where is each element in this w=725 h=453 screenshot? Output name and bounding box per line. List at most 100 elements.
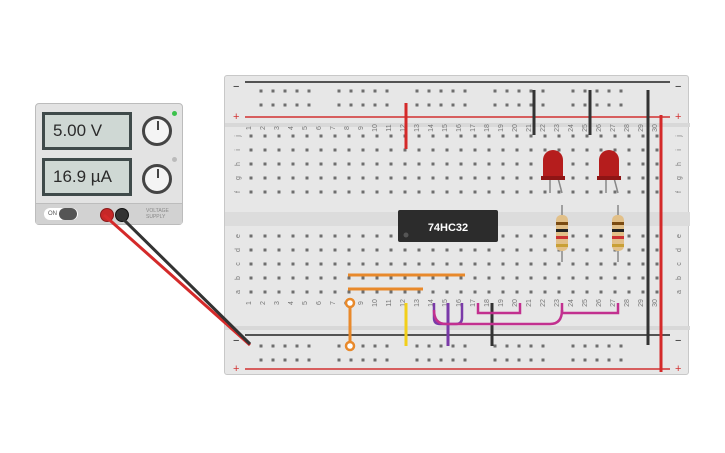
breadboard-hole[interactable]: [585, 234, 589, 238]
breadboard-hole[interactable]: [595, 89, 599, 93]
breadboard-hole[interactable]: [655, 262, 659, 266]
breadboard-hole[interactable]: [263, 176, 267, 180]
breadboard-hole[interactable]: [319, 234, 323, 238]
breadboard-hole[interactable]: [487, 162, 491, 166]
breadboard-hole[interactable]: [501, 134, 505, 138]
breadboard-hole[interactable]: [627, 148, 631, 152]
power-supply[interactable]: 5.00 V 16.9 µA ON VOLTAGE SUPPLY: [35, 103, 183, 225]
breadboard-hole[interactable]: [487, 290, 491, 294]
breadboard-hole[interactable]: [249, 234, 253, 238]
breadboard-hole[interactable]: [585, 248, 589, 252]
breadboard-hole[interactable]: [459, 290, 463, 294]
breadboard-hole[interactable]: [249, 190, 253, 194]
breadboard-hole[interactable]: [501, 290, 505, 294]
breadboard-hole[interactable]: [473, 190, 477, 194]
breadboard-hole[interactable]: [585, 290, 589, 294]
breadboard-hole[interactable]: [529, 358, 533, 362]
breadboard-hole[interactable]: [361, 262, 365, 266]
breadboard-hole[interactable]: [291, 248, 295, 252]
breadboard-hole[interactable]: [305, 162, 309, 166]
breadboard-hole[interactable]: [515, 134, 519, 138]
breadboard-hole[interactable]: [529, 262, 533, 266]
breadboard-hole[interactable]: [445, 134, 449, 138]
breadboard-hole[interactable]: [305, 262, 309, 266]
breadboard-hole[interactable]: [439, 358, 443, 362]
breadboard-hole[interactable]: [493, 89, 497, 93]
breadboard-hole[interactable]: [415, 103, 419, 107]
breadboard-hole[interactable]: [445, 276, 449, 280]
breadboard-hole[interactable]: [305, 276, 309, 280]
breadboard-hole[interactable]: [641, 176, 645, 180]
breadboard-hole[interactable]: [515, 190, 519, 194]
breadboard-hole[interactable]: [291, 290, 295, 294]
breadboard-hole[interactable]: [571, 290, 575, 294]
breadboard-hole[interactable]: [295, 358, 299, 362]
breadboard-hole[interactable]: [277, 190, 281, 194]
breadboard-hole[interactable]: [389, 190, 393, 194]
breadboard-hole[interactable]: [451, 103, 455, 107]
breadboard-hole[interactable]: [571, 344, 575, 348]
breadboard-hole[interactable]: [627, 134, 631, 138]
breadboard-hole[interactable]: [427, 89, 431, 93]
breadboard-hole[interactable]: [271, 344, 275, 348]
breadboard-hole[interactable]: [541, 344, 545, 348]
breadboard-hole[interactable]: [583, 103, 587, 107]
breadboard-hole[interactable]: [529, 290, 533, 294]
breadboard-hole[interactable]: [403, 290, 407, 294]
breadboard-hole[interactable]: [347, 234, 351, 238]
breadboard-hole[interactable]: [445, 148, 449, 152]
breadboard-hole[interactable]: [641, 290, 645, 294]
breadboard-hole[interactable]: [529, 344, 533, 348]
breadboard-hole[interactable]: [277, 248, 281, 252]
breadboard-hole[interactable]: [277, 162, 281, 166]
breadboard-hole[interactable]: [613, 262, 617, 266]
breadboard-hole[interactable]: [571, 176, 575, 180]
breadboard-hole[interactable]: [389, 290, 393, 294]
breadboard-hole[interactable]: [655, 148, 659, 152]
breadboard-hole[interactable]: [595, 103, 599, 107]
breadboard-hole[interactable]: [515, 276, 519, 280]
breadboard-hole[interactable]: [305, 234, 309, 238]
breadboard-hole[interactable]: [557, 148, 561, 152]
breadboard-hole[interactable]: [263, 162, 267, 166]
breadboard-hole[interactable]: [305, 134, 309, 138]
breadboard-hole[interactable]: [613, 148, 617, 152]
breadboard-hole[interactable]: [259, 358, 263, 362]
breadboard-hole[interactable]: [263, 276, 267, 280]
breadboard-hole[interactable]: [493, 344, 497, 348]
breadboard-hole[interactable]: [515, 148, 519, 152]
breadboard-hole[interactable]: [417, 176, 421, 180]
breadboard-hole[interactable]: [305, 148, 309, 152]
breadboard-hole[interactable]: [415, 344, 419, 348]
breadboard-hole[interactable]: [543, 234, 547, 238]
breadboard-hole[interactable]: [417, 248, 421, 252]
breadboard-hole[interactable]: [333, 262, 337, 266]
breadboard-hole[interactable]: [347, 176, 351, 180]
breadboard-hole[interactable]: [529, 162, 533, 166]
breadboard-hole[interactable]: [501, 276, 505, 280]
breadboard-hole[interactable]: [375, 262, 379, 266]
breadboard-hole[interactable]: [305, 290, 309, 294]
breadboard-hole[interactable]: [655, 190, 659, 194]
breadboard-hole[interactable]: [291, 148, 295, 152]
breadboard-hole[interactable]: [557, 276, 561, 280]
breadboard-hole[interactable]: [415, 89, 419, 93]
breadboard-hole[interactable]: [361, 358, 365, 362]
breadboard-hole[interactable]: [347, 290, 351, 294]
breadboard-hole[interactable]: [571, 190, 575, 194]
breadboard-hole[interactable]: [333, 148, 337, 152]
breadboard-hole[interactable]: [333, 176, 337, 180]
breadboard-hole[interactable]: [431, 248, 435, 252]
breadboard-hole[interactable]: [271, 358, 275, 362]
breadboard-hole[interactable]: [319, 176, 323, 180]
breadboard-hole[interactable]: [263, 134, 267, 138]
breadboard-hole[interactable]: [417, 162, 421, 166]
breadboard-hole[interactable]: [543, 262, 547, 266]
breadboard-hole[interactable]: [333, 190, 337, 194]
breadboard-hole[interactable]: [431, 148, 435, 152]
breadboard-hole[interactable]: [613, 134, 617, 138]
breadboard-hole[interactable]: [361, 248, 365, 252]
breadboard-hole[interactable]: [431, 276, 435, 280]
breadboard-hole[interactable]: [599, 190, 603, 194]
breadboard-hole[interactable]: [571, 162, 575, 166]
